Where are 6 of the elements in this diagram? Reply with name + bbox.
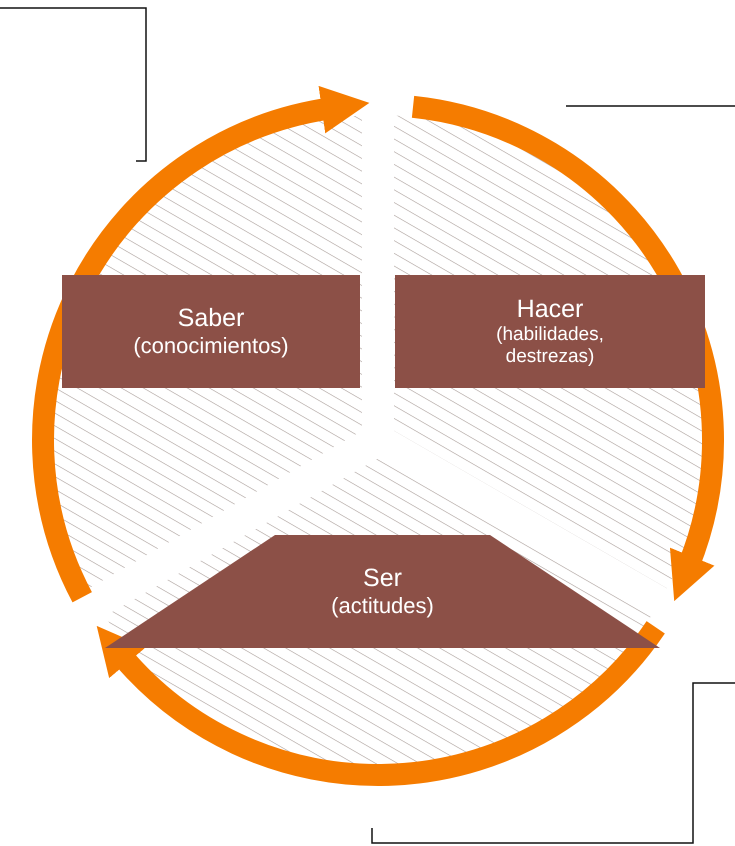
band-title: Ser [363, 564, 402, 594]
band-subtitle: (actitudes) [331, 593, 434, 619]
band-subtitle: (conocimientos) [133, 333, 289, 359]
band-title: Saber [178, 304, 244, 334]
band-title: Hacer [516, 295, 584, 324]
band-subtitle: (habilidades, destrezas) [495, 324, 605, 368]
